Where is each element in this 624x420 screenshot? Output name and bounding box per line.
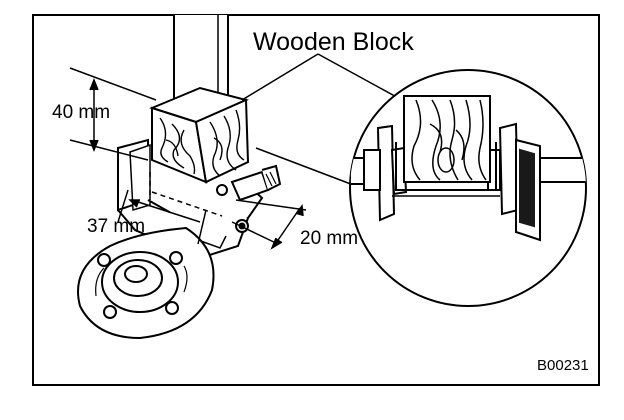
detail-view [350,95,586,242]
wooden-block-main [149,86,250,184]
dimension-20mm [231,199,307,250]
bracket-bolt [216,164,282,202]
callout-leaders [241,53,403,187]
dimension-40mm [69,67,157,161]
figure-frame [32,14,600,386]
hub-flange [77,226,215,340]
dimension-20mm-label: 20 mm [300,228,358,249]
dimension-37mm [117,189,207,245]
dimension-37mm-label: 37 mm [87,216,145,237]
figure-code: B00231 [537,357,589,374]
hidden-edges [149,172,223,217]
wooden-block-title: Wooden Block [253,28,414,56]
dimension-40mm-label: 40 mm [52,102,110,123]
